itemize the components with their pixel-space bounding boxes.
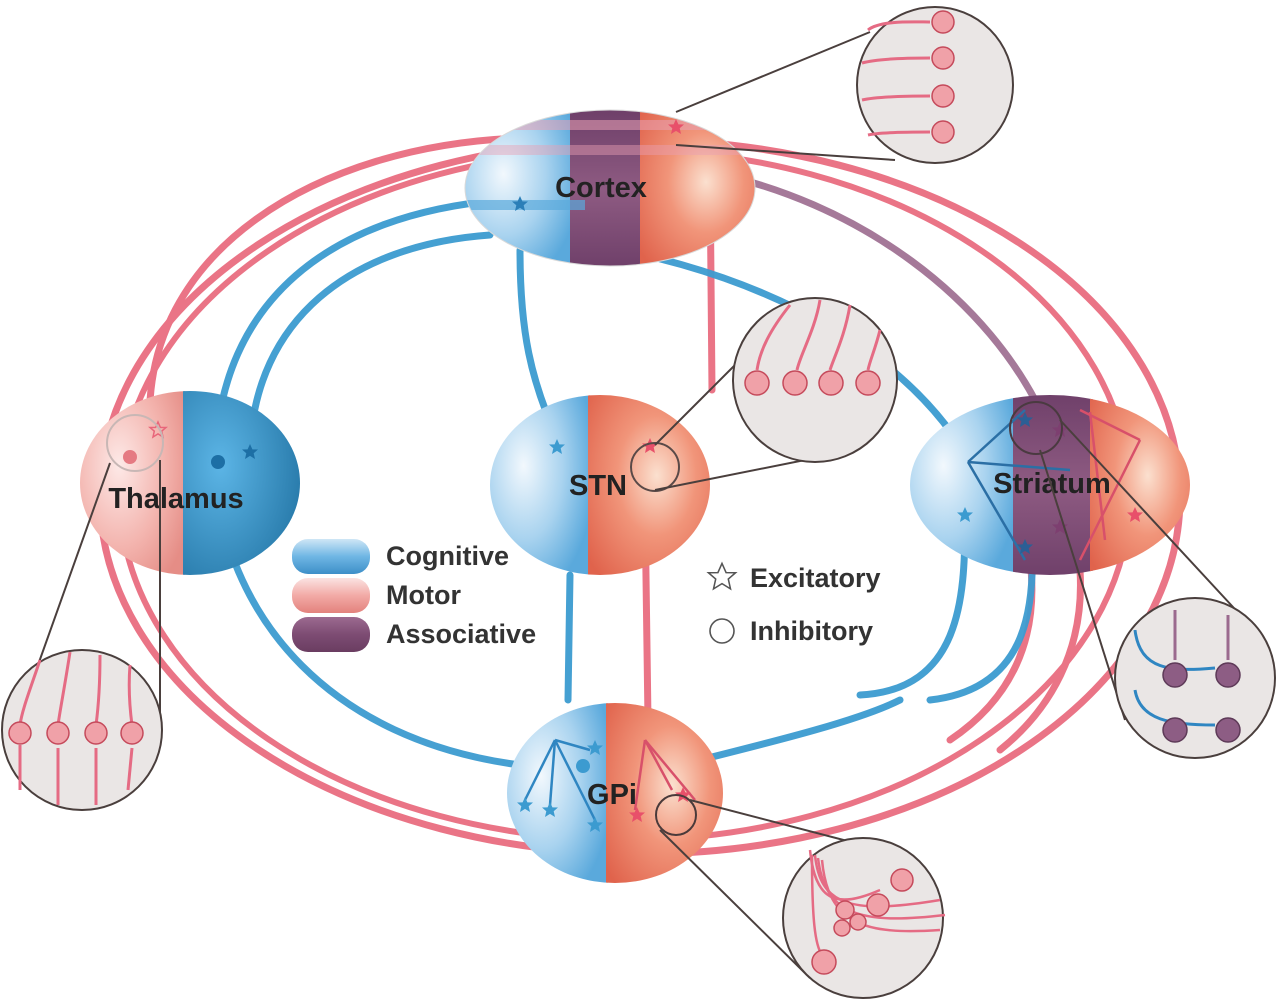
associative-swatch (292, 617, 370, 652)
excitatory-legend-label: Excitatory (750, 563, 881, 593)
motor-legend-label: Motor (386, 580, 461, 610)
thalamus-label: Thalamus (108, 483, 243, 515)
associative-loop-pathway (696, 166, 1049, 424)
stn-label: STN (569, 470, 627, 502)
cortex-label: Cortex (555, 172, 647, 204)
striatum-label: Striatum (993, 468, 1111, 500)
synapse-legend: Excitatory Inhibitory (706, 561, 881, 646)
circle-icon (709, 618, 735, 644)
cortex-synapse-inset (675, 6, 1014, 164)
gpi-synapse-inset (659, 799, 946, 999)
associative-legend-label: Associative (386, 619, 536, 649)
stn-synapse-inset (654, 297, 898, 491)
star-icon (706, 561, 738, 591)
cognitive-swatch (292, 539, 370, 574)
thalamus-synapse-inset (1, 460, 163, 811)
loop-legend: Cognitive Motor Associative (292, 539, 536, 652)
motor-swatch (292, 578, 370, 613)
striatum-synapse-inset (1039, 419, 1276, 759)
gpi-label: GPi (587, 779, 637, 811)
cortex-node: Cortex (464, 109, 756, 267)
inhibitory-legend-label: Inhibitory (750, 616, 873, 646)
cognitive-legend-label: Cognitive (386, 541, 509, 571)
